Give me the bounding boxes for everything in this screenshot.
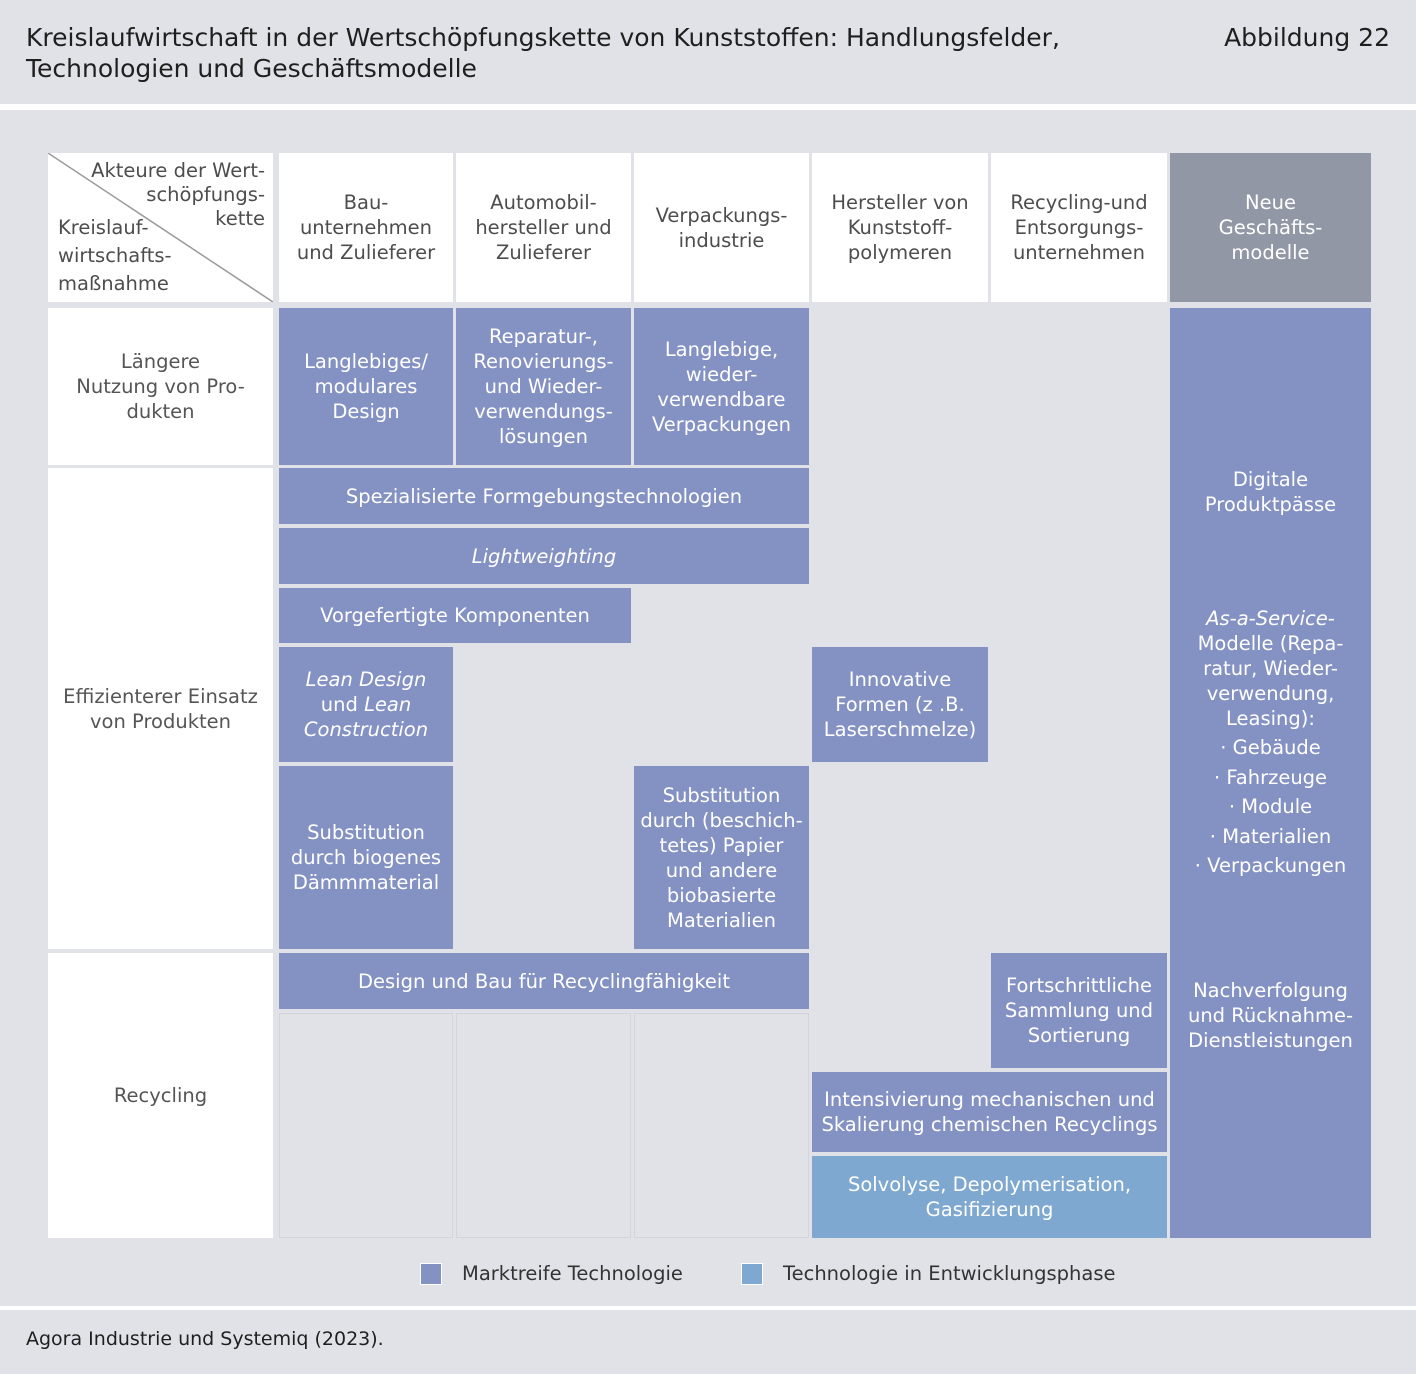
actors-label: Akteure der Wert- schöpfungs- kette (91, 159, 265, 230)
cell-formgebungstechnologien: Spezialisierte Formgebungstechnologien (279, 468, 809, 524)
cell-papier-substitution: Substitution durch (beschich- tetes) Pap… (634, 766, 809, 949)
cell-intensivierung-recycling: Intensivierung mechanischen und Skalieru… (812, 1072, 1167, 1152)
business-models-column (1170, 308, 1371, 1238)
service-item-verpackungen: · Verpackungen (1194, 854, 1347, 877)
cell-reparatur-loesungen: Reparatur-, Renovierungs- und Wieder- ve… (456, 308, 631, 465)
business-digitale-produktpaesse: Digitale Produktpässe (1204, 468, 1337, 516)
legend-label-market-ready: Marktreife Technologie (462, 1262, 683, 1285)
cell-sammlung-sortierung: Fortschrittliche Sammlung und Sortierung (991, 953, 1167, 1068)
legend-in-development: Technologie in Entwicklungsphase (741, 1262, 1116, 1285)
row-label-recycling: Recycling (48, 953, 273, 1238)
business-nachverfolgung: Nachverfolgung und Rücknahme- Dienstleis… (1187, 978, 1354, 1052)
cell-lean-design: Lean Design und Lean Construction (279, 647, 453, 762)
cell-langlebiges-design: Langlebiges/ modulares Design (279, 308, 453, 465)
service-item-fahrzeuge: · Fahrzeuge (1213, 765, 1328, 789)
corner-cell: Akteure der Wert- schöpfungs- kette Krei… (48, 153, 273, 302)
lean-und-text: und (320, 693, 358, 716)
column-header-polymer: Hersteller von Kunststoff- polymeren (812, 153, 988, 302)
figure-number: Abbildung 22 (1224, 23, 1390, 52)
corner-diagonal (48, 153, 273, 302)
cell-innovative-formen: Innovative Formen (z .B. Laserschmelze) (812, 647, 988, 762)
legend-label-in-development: Technologie in Entwicklungsphase (783, 1262, 1116, 1285)
service-item-gebaeude: · Gebäude (1220, 736, 1321, 759)
service-item-module: · Module (1228, 795, 1313, 818)
footer-band (0, 1310, 1416, 1374)
empty-cell (634, 1013, 809, 1238)
empty-cell (456, 1013, 631, 1238)
cell-biogenes-daemmmaterial: Substitution durch biogenes Dämmmaterial (279, 766, 453, 949)
service-item-materialien: · Materialien (1209, 824, 1332, 848)
column-header-recycling: Recycling-und Entsorgungs- unternehmen (991, 153, 1167, 302)
column-header-bau: Bau- unternehmen und Zulieferer (279, 153, 453, 302)
cell-design-fuer-recycling: Design und Bau für Recyclingfähigkeit (279, 953, 809, 1009)
lightweighting-text: Lightweighting (471, 544, 617, 568)
legend-market-ready: Marktreife Technologie (420, 1262, 683, 1285)
legend-swatch-market-ready (420, 1262, 442, 1285)
cell-lightweighting: Lightweighting (279, 528, 809, 584)
row-label-effizienz: Effizienterer Einsatz von Produkten (48, 468, 273, 949)
as-a-service-label: As-a-Service- (1206, 607, 1335, 630)
legend-swatch-in-development (741, 1262, 763, 1285)
column-header-auto: Automobil- hersteller und Zulieferer (456, 153, 631, 302)
measures-label: Kreislauf- wirtschafts- maßnahme (58, 216, 172, 295)
service-list: · Gebäude · Fahrzeuge · Module · Materia… (1195, 733, 1346, 881)
column-header-verpackung: Verpackungs- industrie (634, 153, 809, 302)
cell-langlebige-verpackungen: Langlebige, wieder- verwendbare Verpacku… (634, 308, 809, 465)
empty-cell (279, 1013, 453, 1238)
as-a-service-description: Modelle (Repa- ratur, Wieder- verwendung… (1197, 632, 1344, 730)
cell-vorgefertigte-komponenten: Vorgefertigte Komponenten (279, 588, 631, 643)
column-header-neue-geschaeftsmodelle: Neue Geschäfts- modelle (1170, 153, 1371, 302)
source-note: Agora Industrie und Systemiq (2023). (26, 1328, 384, 1350)
row-label-nutzung: Längere Nutzung von Pro- dukten (48, 308, 273, 465)
lean-design-text: Lean Design (305, 668, 427, 691)
cell-solvolyse: Solvolyse, Depolymerisation, Gasifizieru… (812, 1156, 1167, 1238)
lean-text: Lean (364, 693, 412, 716)
figure-title: Kreislaufwirtschaft in der Wertschöpfung… (26, 23, 1060, 83)
construction-text: Construction (303, 718, 429, 741)
business-as-a-service: As-a-Service- Modelle (Repa- ratur, Wied… (1170, 606, 1371, 886)
header-band (0, 0, 1416, 104)
